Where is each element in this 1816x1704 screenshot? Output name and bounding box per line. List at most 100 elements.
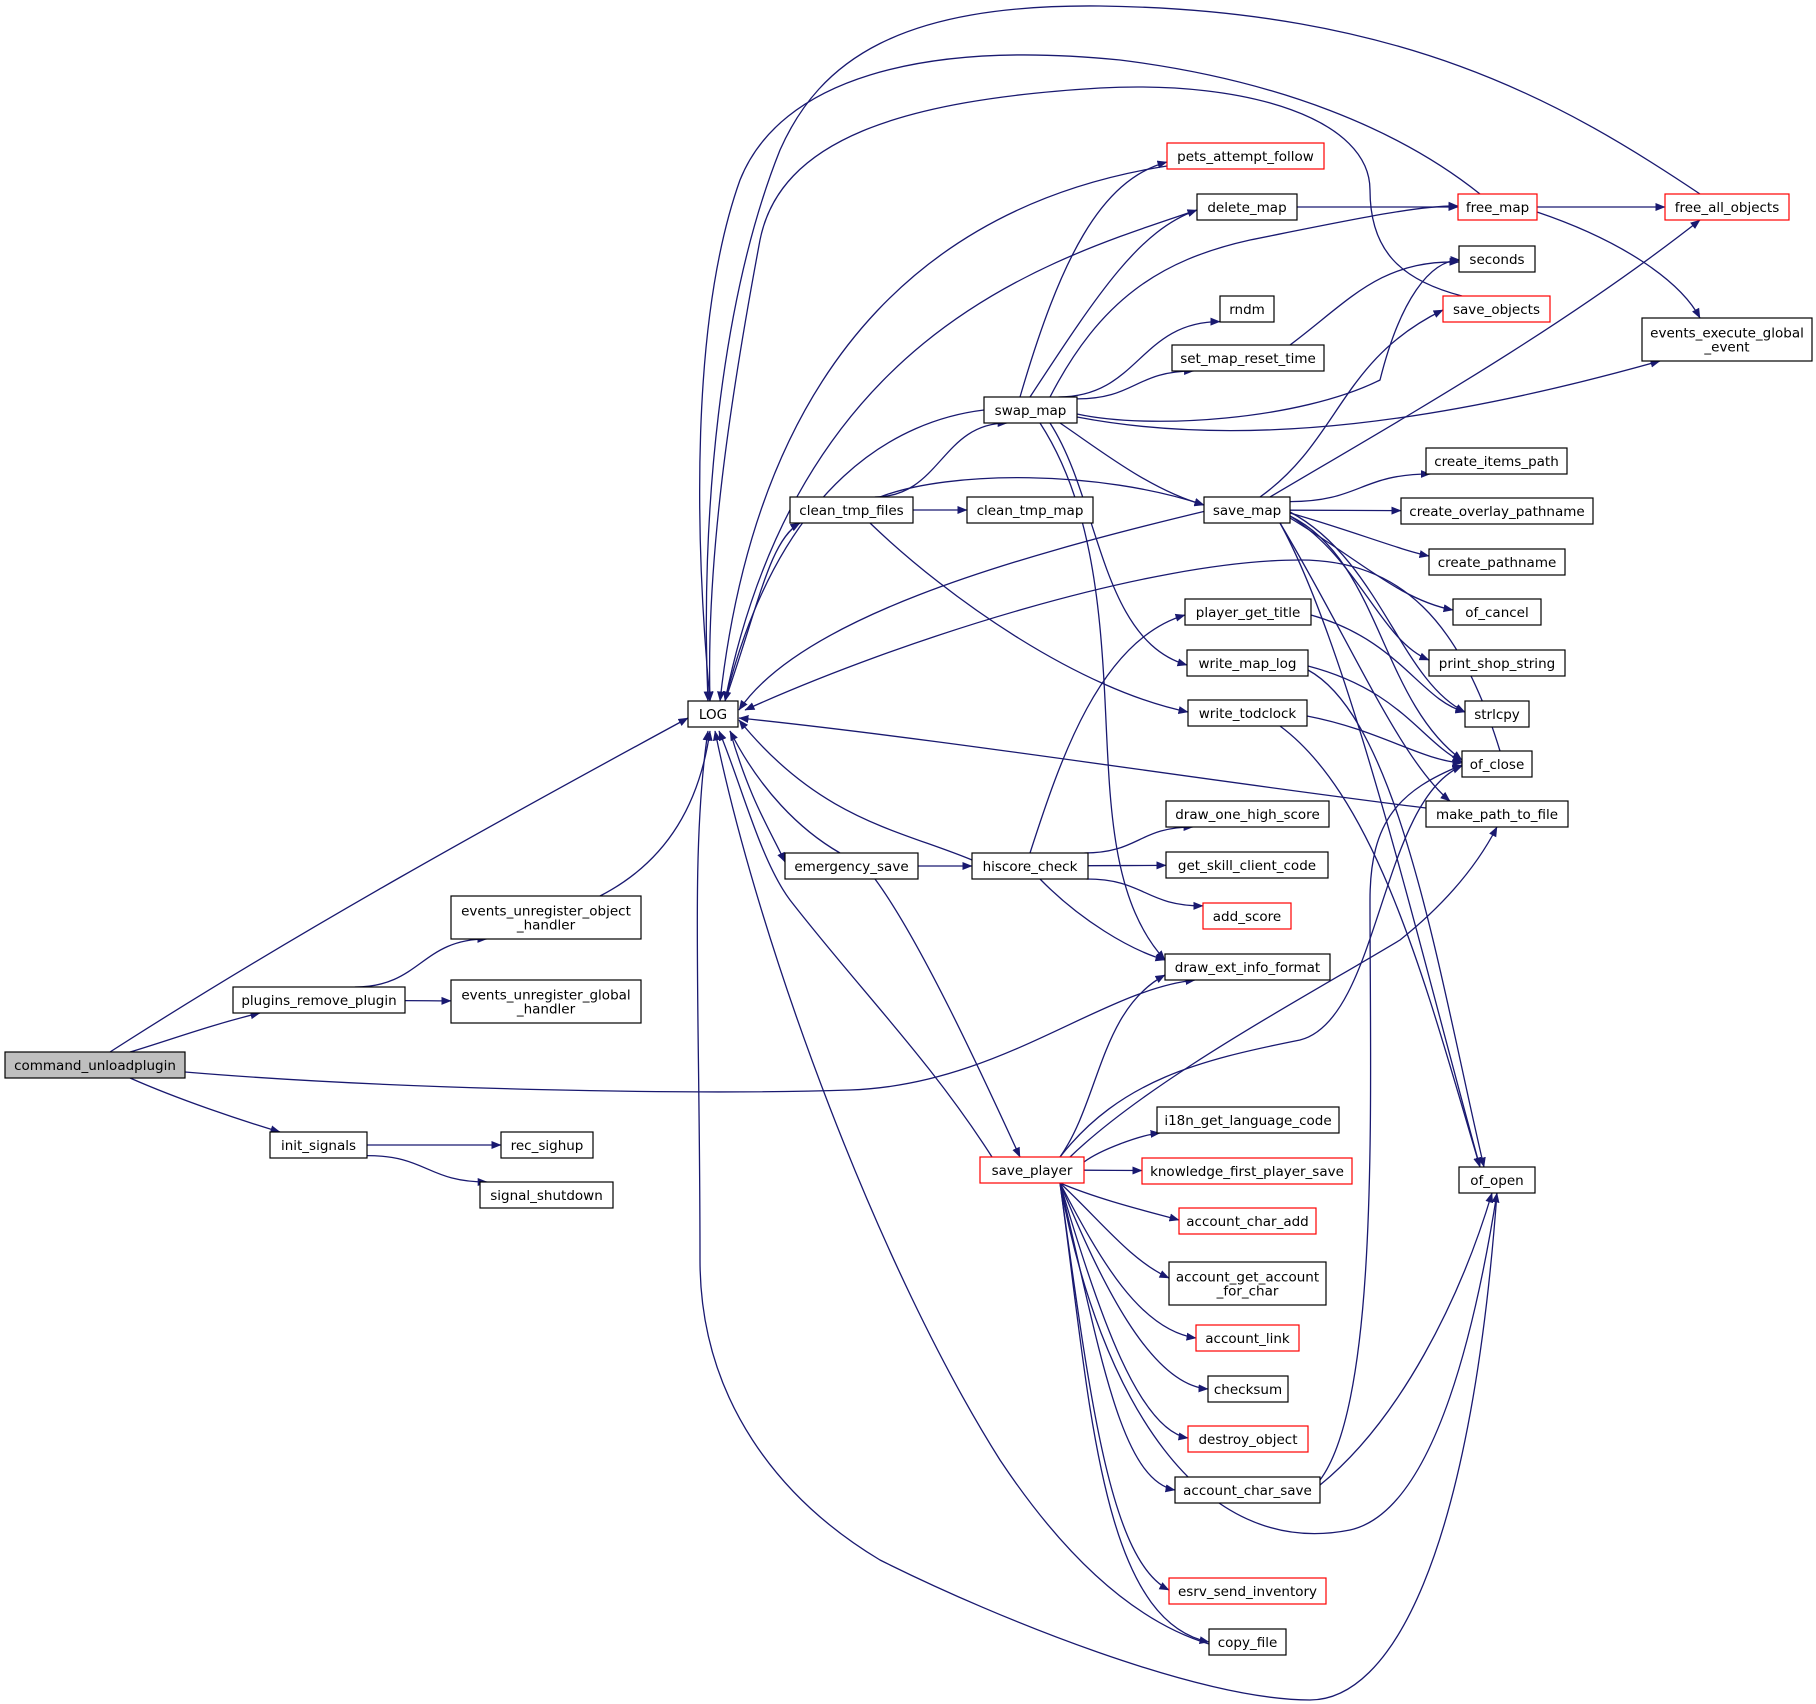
node-events-execute-global-event[interactable]: events_execute_global_event xyxy=(1641,317,1813,362)
node-label: events_unregister_object xyxy=(461,904,631,920)
node-seconds[interactable]: seconds xyxy=(1458,245,1536,273)
edge-plugins_remove_plugin-to-events_unregister_object_handler xyxy=(354,935,488,988)
node-box xyxy=(966,496,1094,524)
node-hiscore-check[interactable]: hiscore_check xyxy=(971,852,1089,880)
node-create-overlay-pathname[interactable]: create_overlay_pathname xyxy=(1400,497,1594,525)
edges-layer xyxy=(109,5,1701,1701)
edge-emergency_save-to-LOG xyxy=(729,730,841,854)
edge-LOG-to-emergency_save xyxy=(729,730,786,863)
node-clean-tmp-files[interactable]: clean_tmp_files xyxy=(789,496,914,524)
edge-command_unloadplugin-to-LOG xyxy=(109,717,689,1053)
node-i18n-get-language-code[interactable]: i18n_get_language_code xyxy=(1156,1106,1340,1134)
node-label: swap_map xyxy=(995,403,1067,419)
edge-write_todclock-to-of_open xyxy=(1279,725,1482,1168)
node-clean-tmp-map[interactable]: clean_tmp_map xyxy=(966,496,1094,524)
node-write-map-log[interactable]: write_map_log xyxy=(1186,649,1309,677)
node-set-map-reset-time[interactable]: set_map_reset_time xyxy=(1171,344,1325,372)
node-of-open[interactable]: of_open xyxy=(1458,1166,1536,1194)
node-box xyxy=(1442,295,1551,323)
node-box xyxy=(971,852,1089,880)
node-label: command_unloadplugin xyxy=(14,1058,176,1074)
edge-save_map-to-free_all_objects xyxy=(1269,219,1701,498)
node-esrv-send-inventory[interactable]: esrv_send_inventory xyxy=(1168,1577,1327,1605)
node-add-score[interactable]: add_score xyxy=(1202,902,1292,930)
node-signal-shutdown[interactable]: signal_shutdown xyxy=(479,1181,614,1209)
node-emergency-save[interactable]: emergency_save xyxy=(784,852,919,880)
edge-swap_map-to-events_execute_global_event xyxy=(1076,359,1661,432)
node-create-pathname[interactable]: create_pathname xyxy=(1428,548,1566,576)
node-label: plugins_remove_plugin xyxy=(241,993,396,1009)
node-account-get-account-for-char[interactable]: account_get_account_for_char xyxy=(1168,1261,1327,1306)
edge-save_player-to-destroy_object xyxy=(1059,1182,1189,1441)
node-box xyxy=(1165,851,1329,879)
node-knowledge-first-player-save[interactable]: knowledge_first_player_save xyxy=(1141,1157,1353,1185)
node-account-char-save[interactable]: account_char_save xyxy=(1174,1476,1321,1504)
node-save-map[interactable]: save_map xyxy=(1203,496,1291,524)
node-box xyxy=(1203,496,1291,524)
node-rndm[interactable]: rndm xyxy=(1219,295,1275,323)
node-box xyxy=(1202,902,1292,930)
node-swap-map[interactable]: swap_map xyxy=(983,396,1078,424)
node-label: copy_file xyxy=(1218,1635,1278,1651)
edge-save_map-to-strlcpy xyxy=(1289,511,1466,713)
node-account-char-add[interactable]: account_char_add xyxy=(1178,1207,1317,1235)
node-label: create_pathname xyxy=(1438,555,1557,571)
node-label: _for_char xyxy=(1216,1284,1279,1300)
node-of-cancel[interactable]: of_cancel xyxy=(1452,598,1542,626)
node-checksum[interactable]: checksum xyxy=(1207,1375,1289,1403)
edge-swap_map-to-seconds xyxy=(1076,256,1461,422)
node-write-todclock[interactable]: write_todclock xyxy=(1187,699,1308,727)
node-player-get-title[interactable]: player_get_title xyxy=(1184,598,1312,626)
edge-command_unloadplugin-to-plugins_remove_plugin xyxy=(129,1011,261,1053)
node-account-link[interactable]: account_link xyxy=(1195,1324,1300,1352)
node-box xyxy=(1156,1106,1340,1134)
node-box xyxy=(1219,295,1275,323)
node-label: knowledge_first_player_save xyxy=(1150,1164,1344,1180)
node-box xyxy=(1664,193,1790,221)
node-create-items-path[interactable]: create_items_path xyxy=(1425,447,1568,475)
node-box xyxy=(1207,1375,1289,1403)
node-label: signal_shutdown xyxy=(490,1188,603,1204)
node-LOG[interactable]: LOG xyxy=(687,700,739,728)
edge-save_map-to-print_shop_string xyxy=(1289,515,1430,661)
edge-copy_file-to-LOG xyxy=(712,730,1210,1645)
node-label: events_execute_global xyxy=(1650,326,1804,342)
node-box xyxy=(1641,317,1813,362)
node-of-close[interactable]: of_close xyxy=(1461,750,1533,778)
node-copy-file[interactable]: copy_file xyxy=(1208,1628,1287,1656)
node-save-player[interactable]: save_player xyxy=(979,1156,1085,1184)
node-label: add_score xyxy=(1213,909,1281,925)
node-box xyxy=(789,496,914,524)
node-box xyxy=(1425,800,1569,828)
node-free-all-objects[interactable]: free_all_objects xyxy=(1664,193,1790,221)
node-events-unregister-object-handler[interactable]: events_unregister_object_handler xyxy=(450,895,642,940)
node-make-path-to-file[interactable]: make_path_to_file xyxy=(1425,800,1569,828)
node-destroy-object[interactable]: destroy_object xyxy=(1187,1425,1309,1453)
node-pets-attempt-follow[interactable]: pets_attempt_follow xyxy=(1166,142,1325,170)
node-label: account_char_save xyxy=(1183,1483,1312,1499)
node-init-signals[interactable]: init_signals xyxy=(269,1131,368,1159)
edge-hiscore_check-to-draw_one_high_score xyxy=(1084,823,1194,854)
node-label: rec_sighup xyxy=(511,1138,584,1154)
node-box xyxy=(1458,245,1536,273)
edge-save_player-to-of_close xyxy=(1059,765,1463,1158)
edge-save_player-to-esrv_send_inventory xyxy=(1059,1182,1170,1591)
node-strlcpy[interactable]: strlcpy xyxy=(1464,700,1530,728)
node-delete-map[interactable]: delete_map xyxy=(1196,193,1298,221)
node-draw-ext-info-format[interactable]: draw_ext_info_format xyxy=(1164,953,1331,981)
node-command-unloadplugin[interactable]: command_unloadplugin xyxy=(4,1051,186,1079)
node-label: account_char_add xyxy=(1186,1214,1309,1230)
node-label: draw_one_high_score xyxy=(1175,807,1320,823)
node-print-shop-string[interactable]: print_shop_string xyxy=(1428,649,1566,677)
node-events-unregister-global-handler[interactable]: events_unregister_global_handler xyxy=(450,979,642,1024)
node-save-objects[interactable]: save_objects xyxy=(1442,295,1551,323)
node-get-skill-client-code[interactable]: get_skill_client_code xyxy=(1165,851,1329,879)
node-draw-one-high-score[interactable]: draw_one_high_score xyxy=(1165,800,1330,828)
node-free-map[interactable]: free_map xyxy=(1457,193,1538,221)
node-label: of_cancel xyxy=(1465,605,1529,621)
node-label: player_get_title xyxy=(1196,605,1301,621)
node-rec-sighup[interactable]: rec_sighup xyxy=(500,1131,594,1159)
node-plugins-remove-plugin[interactable]: plugins_remove_plugin xyxy=(232,986,406,1014)
edge-save_player-to-make_path_to_file xyxy=(1069,826,1498,1158)
node-label: print_shop_string xyxy=(1439,656,1555,672)
